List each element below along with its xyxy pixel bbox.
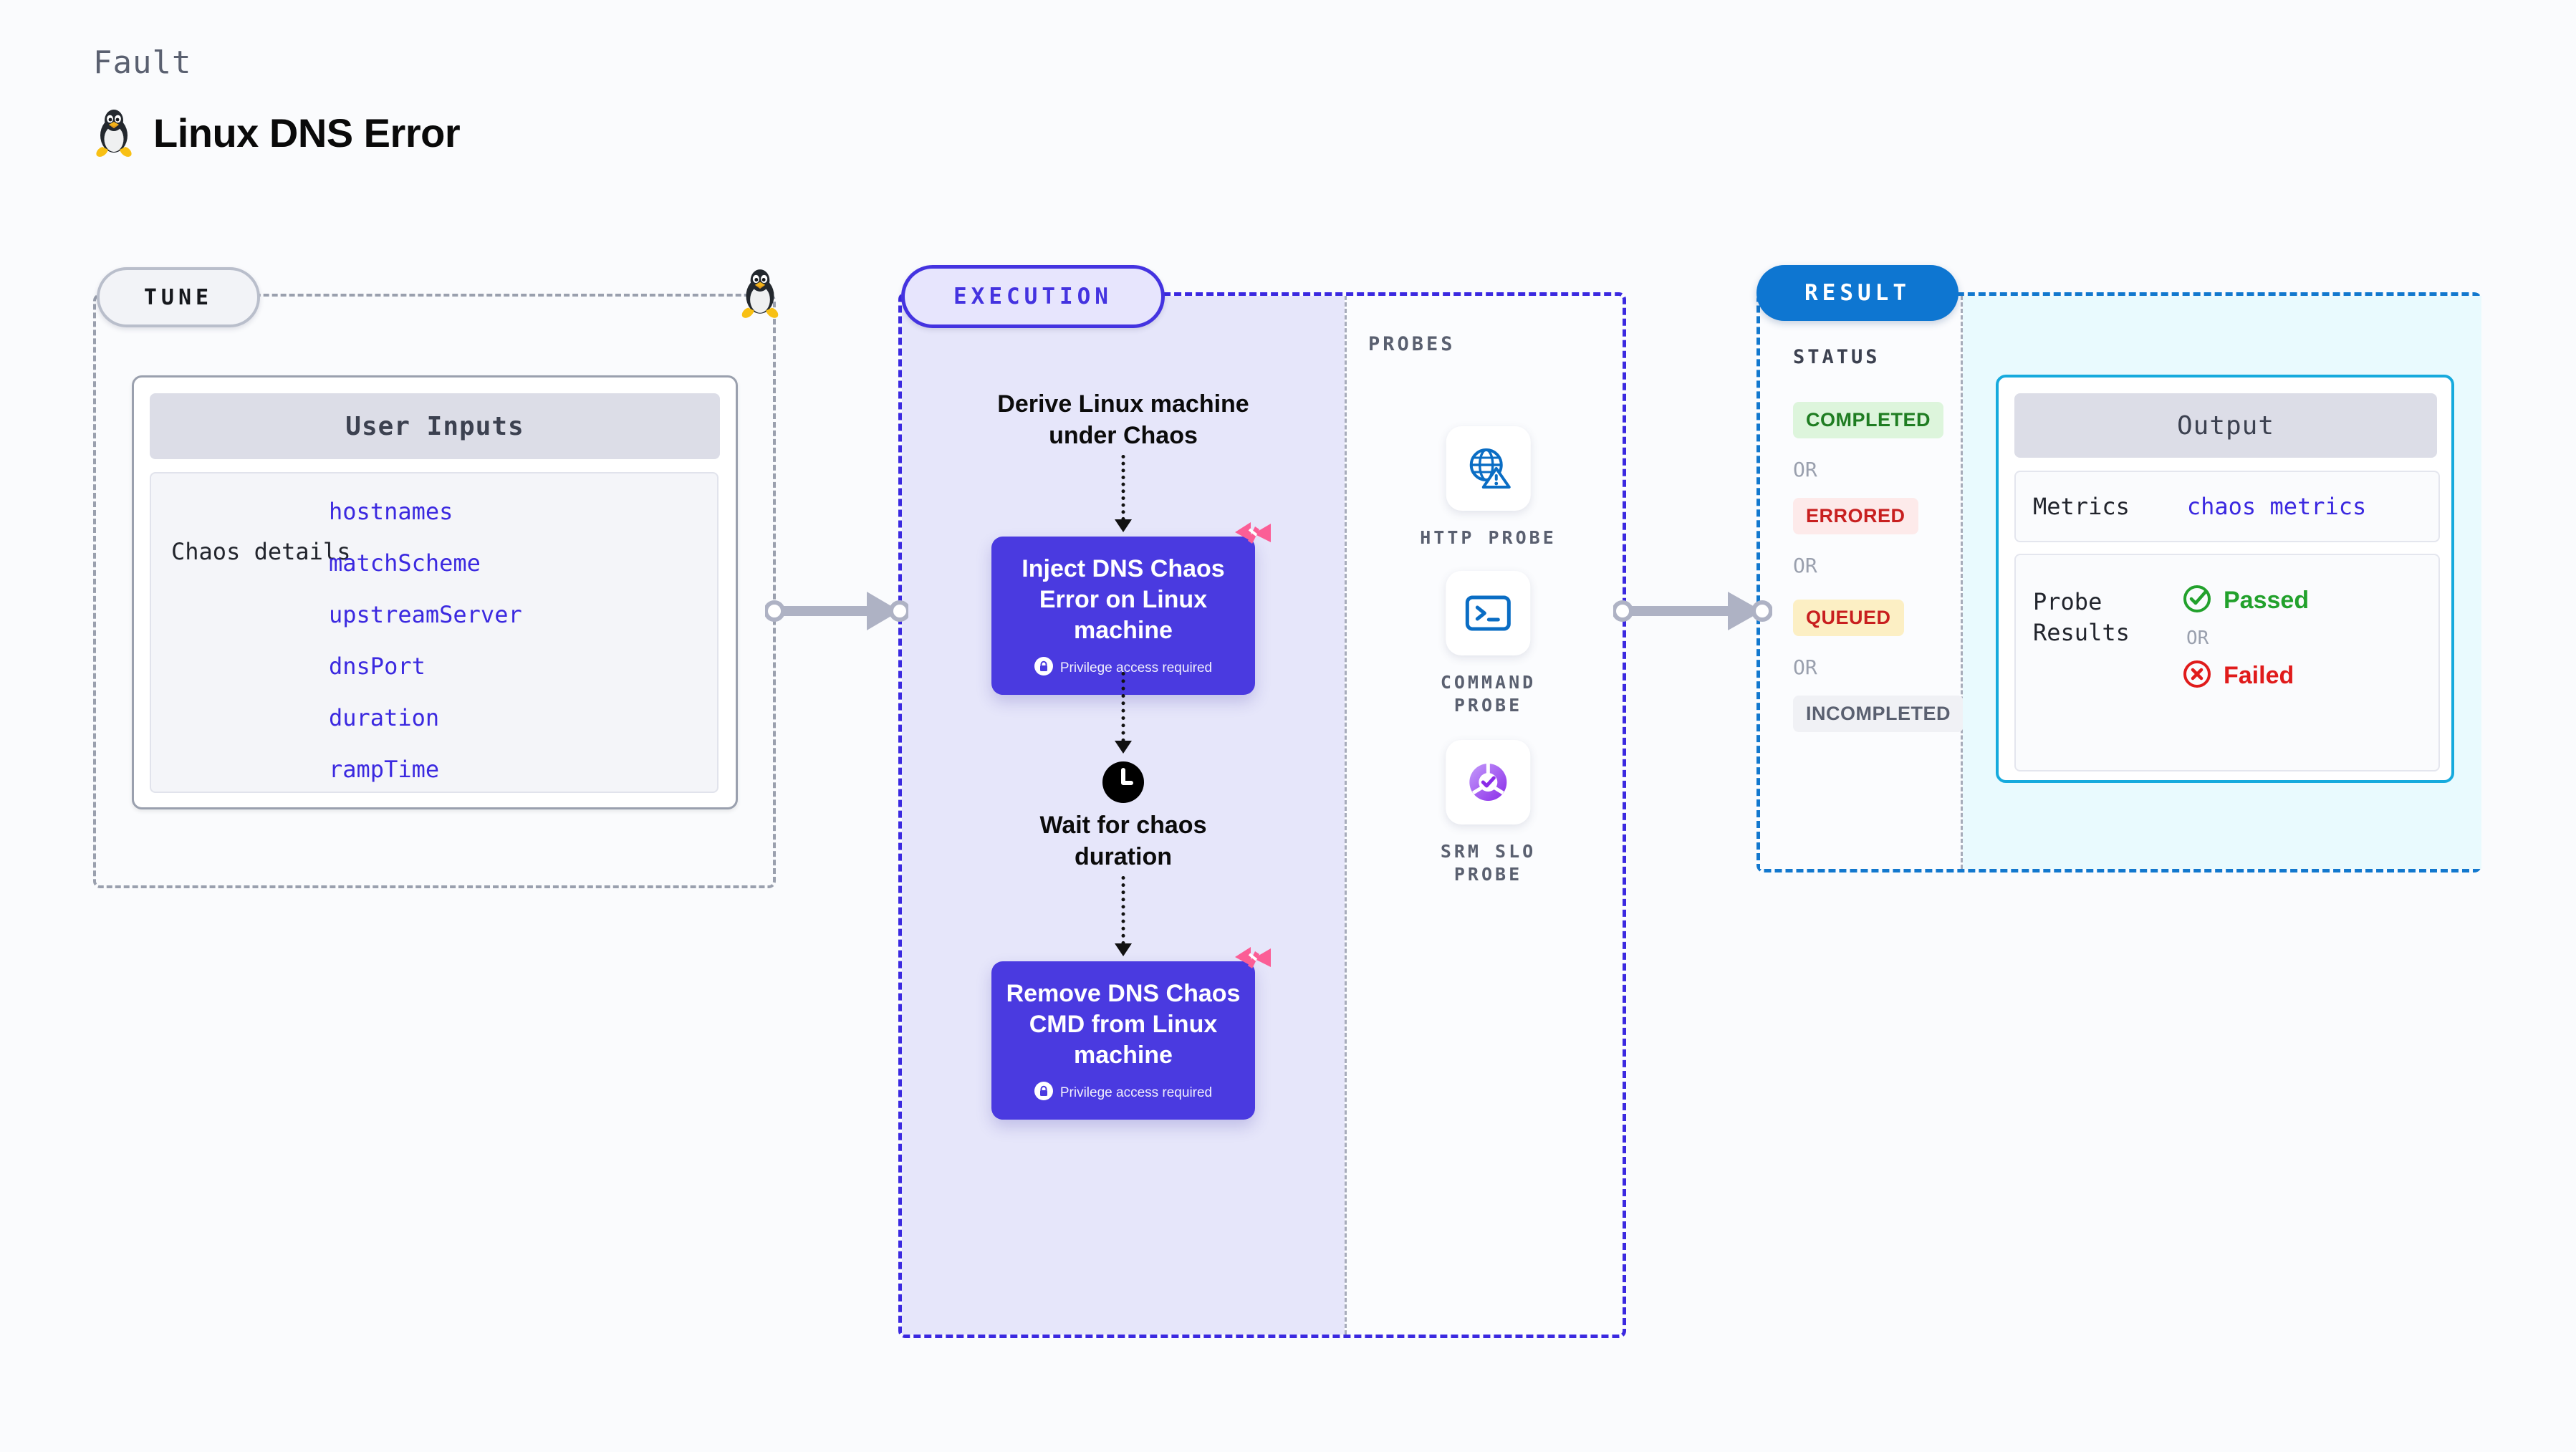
failed-label: Failed — [2224, 662, 2294, 689]
metrics-row: Metrics chaos metrics — [2014, 471, 2440, 542]
probes-panel: PROBES HTTP PROBE — [1345, 296, 1630, 1335]
tune-badge: TUNE — [97, 267, 260, 327]
privilege-row: Privilege access required — [1006, 657, 1241, 679]
clock-icon — [1102, 761, 1144, 807]
param-ramptime[interactable]: rampTime — [329, 756, 440, 783]
flow-line-1 — [1121, 455, 1125, 521]
status-badge-incompleted: INCOMPLETED — [1793, 696, 1964, 732]
globe-warning-icon — [1446, 426, 1531, 511]
result-output-column: Output Metrics chaos metrics Probe Resul… — [1963, 296, 2481, 869]
chaos-details-label: Chaos details — [171, 538, 351, 565]
probe-results-values: Passed OR Failed — [2182, 584, 2309, 693]
privilege-text: Privilege access required — [1059, 660, 1213, 675]
probe-label: SRM SLO PROBE — [1440, 841, 1537, 885]
result-badge: RESULT — [1756, 265, 1959, 321]
user-inputs-title: User Inputs — [150, 393, 720, 459]
check-circle-icon — [2182, 584, 2212, 617]
page-title: Linux DNS Error — [153, 110, 461, 155]
probe-command[interactable]: COMMAND PROBE — [1441, 571, 1536, 717]
user-inputs-card: User Inputs Chaos details hostnames matc… — [132, 375, 738, 809]
status-badge-completed: COMPLETED — [1793, 402, 1944, 438]
x-circle-icon — [2182, 659, 2212, 693]
probe-result-failed: Failed — [2182, 659, 2309, 693]
title-row: Linux DNS Error — [93, 107, 461, 158]
probe-results-row: Probe Results Passed OR — [2014, 554, 2440, 771]
page-header: Fault Linux DNS Error — [93, 44, 461, 158]
chaos-params-list: hostnames matchScheme upstreamServer dns… — [329, 498, 522, 807]
status-label: STATUS — [1793, 346, 1880, 368]
flow-arrow-1 — [1115, 519, 1132, 532]
flow-arrow-3 — [1115, 943, 1132, 956]
flow-line-2 — [1121, 672, 1125, 742]
node-inject-dns-chaos[interactable]: Inject DNS Chaos Error on Linux machine … — [991, 522, 1271, 696]
srm-slo-icon — [1446, 740, 1531, 824]
fault-kicker: Fault — [93, 44, 192, 81]
probe-results-key: Probe Results — [2033, 588, 2130, 646]
chaos-details-box: Chaos details hostnames matchScheme upst… — [150, 472, 719, 793]
status-badge-queued: QUEUED — [1793, 600, 1904, 636]
connector-tune-to-execution — [764, 586, 910, 640]
probe-label: COMMAND PROBE — [1440, 672, 1537, 716]
param-dnsport[interactable]: dnsPort — [329, 653, 426, 680]
node-title: Remove DNS Chaos CMD from Linux machine — [1006, 980, 1241, 1069]
lock-icon — [1034, 1082, 1053, 1104]
probe-http[interactable]: HTTP PROBE — [1420, 426, 1557, 549]
metrics-value[interactable]: chaos metrics — [2186, 493, 2367, 520]
chaos-flag-icon — [1232, 944, 1274, 985]
metrics-key: Metrics — [2033, 493, 2130, 520]
result-panel: STATUS COMPLETED OR ERRORED OR QUEUED OR… — [1756, 292, 2481, 872]
probe-result-passed: Passed — [2182, 584, 2309, 617]
param-duration[interactable]: duration — [329, 704, 440, 731]
probe-result-or: OR — [2186, 628, 2209, 649]
param-upstreamserver[interactable]: upstreamServer — [329, 601, 522, 628]
status-or-2: OR — [1793, 554, 1817, 577]
tune-panel: User Inputs Chaos details hostnames matc… — [93, 294, 776, 888]
status-or-3: OR — [1793, 655, 1817, 679]
probes-label: PROBES — [1368, 333, 1456, 355]
output-card: Output Metrics chaos metrics Probe Resul… — [1996, 375, 2454, 783]
privilege-row: Privilege access required — [1006, 1082, 1241, 1104]
chaos-flag-icon — [1232, 519, 1274, 560]
execution-badge: EXECUTION — [901, 265, 1165, 328]
status-badge-errored: ERRORED — [1793, 498, 1918, 534]
probe-srm-slo[interactable]: SRM SLO PROBE — [1441, 740, 1536, 886]
step-derive-linux-machine: Derive Linux machine under Chaos — [997, 390, 1249, 449]
terminal-icon — [1446, 571, 1531, 655]
node-remove-dns-chaos[interactable]: Remove DNS Chaos CMD from Linux machine … — [991, 947, 1271, 1120]
param-matchscheme[interactable]: matchScheme — [329, 549, 481, 577]
execution-panel: Derive Linux machine under Chaos Inject … — [898, 292, 1626, 1338]
node-title: Inject DNS Chaos Error on Linux machine — [1022, 555, 1225, 644]
flow-line-3 — [1121, 876, 1125, 945]
step-wait-for-chaos-duration: Wait for chaos duration — [1039, 812, 1207, 870]
param-hostnames[interactable]: hostnames — [329, 498, 453, 525]
flow-arrow-2 — [1115, 741, 1132, 754]
privilege-text: Privilege access required — [1059, 1085, 1213, 1100]
lock-icon — [1034, 657, 1053, 679]
result-status-column: STATUS COMPLETED OR ERRORED OR QUEUED OR… — [1760, 296, 1964, 869]
tune-linux-penguin-icon — [738, 266, 782, 323]
execution-flow: Derive Linux machine under Chaos Inject … — [902, 296, 1345, 1335]
linux-penguin-icon — [93, 107, 135, 158]
connector-probes-to-result — [1612, 586, 1773, 640]
status-or-1: OR — [1793, 458, 1817, 481]
probe-label: HTTP PROBE — [1420, 527, 1557, 548]
passed-label: Passed — [2224, 587, 2310, 614]
output-title: Output — [2014, 393, 2437, 458]
